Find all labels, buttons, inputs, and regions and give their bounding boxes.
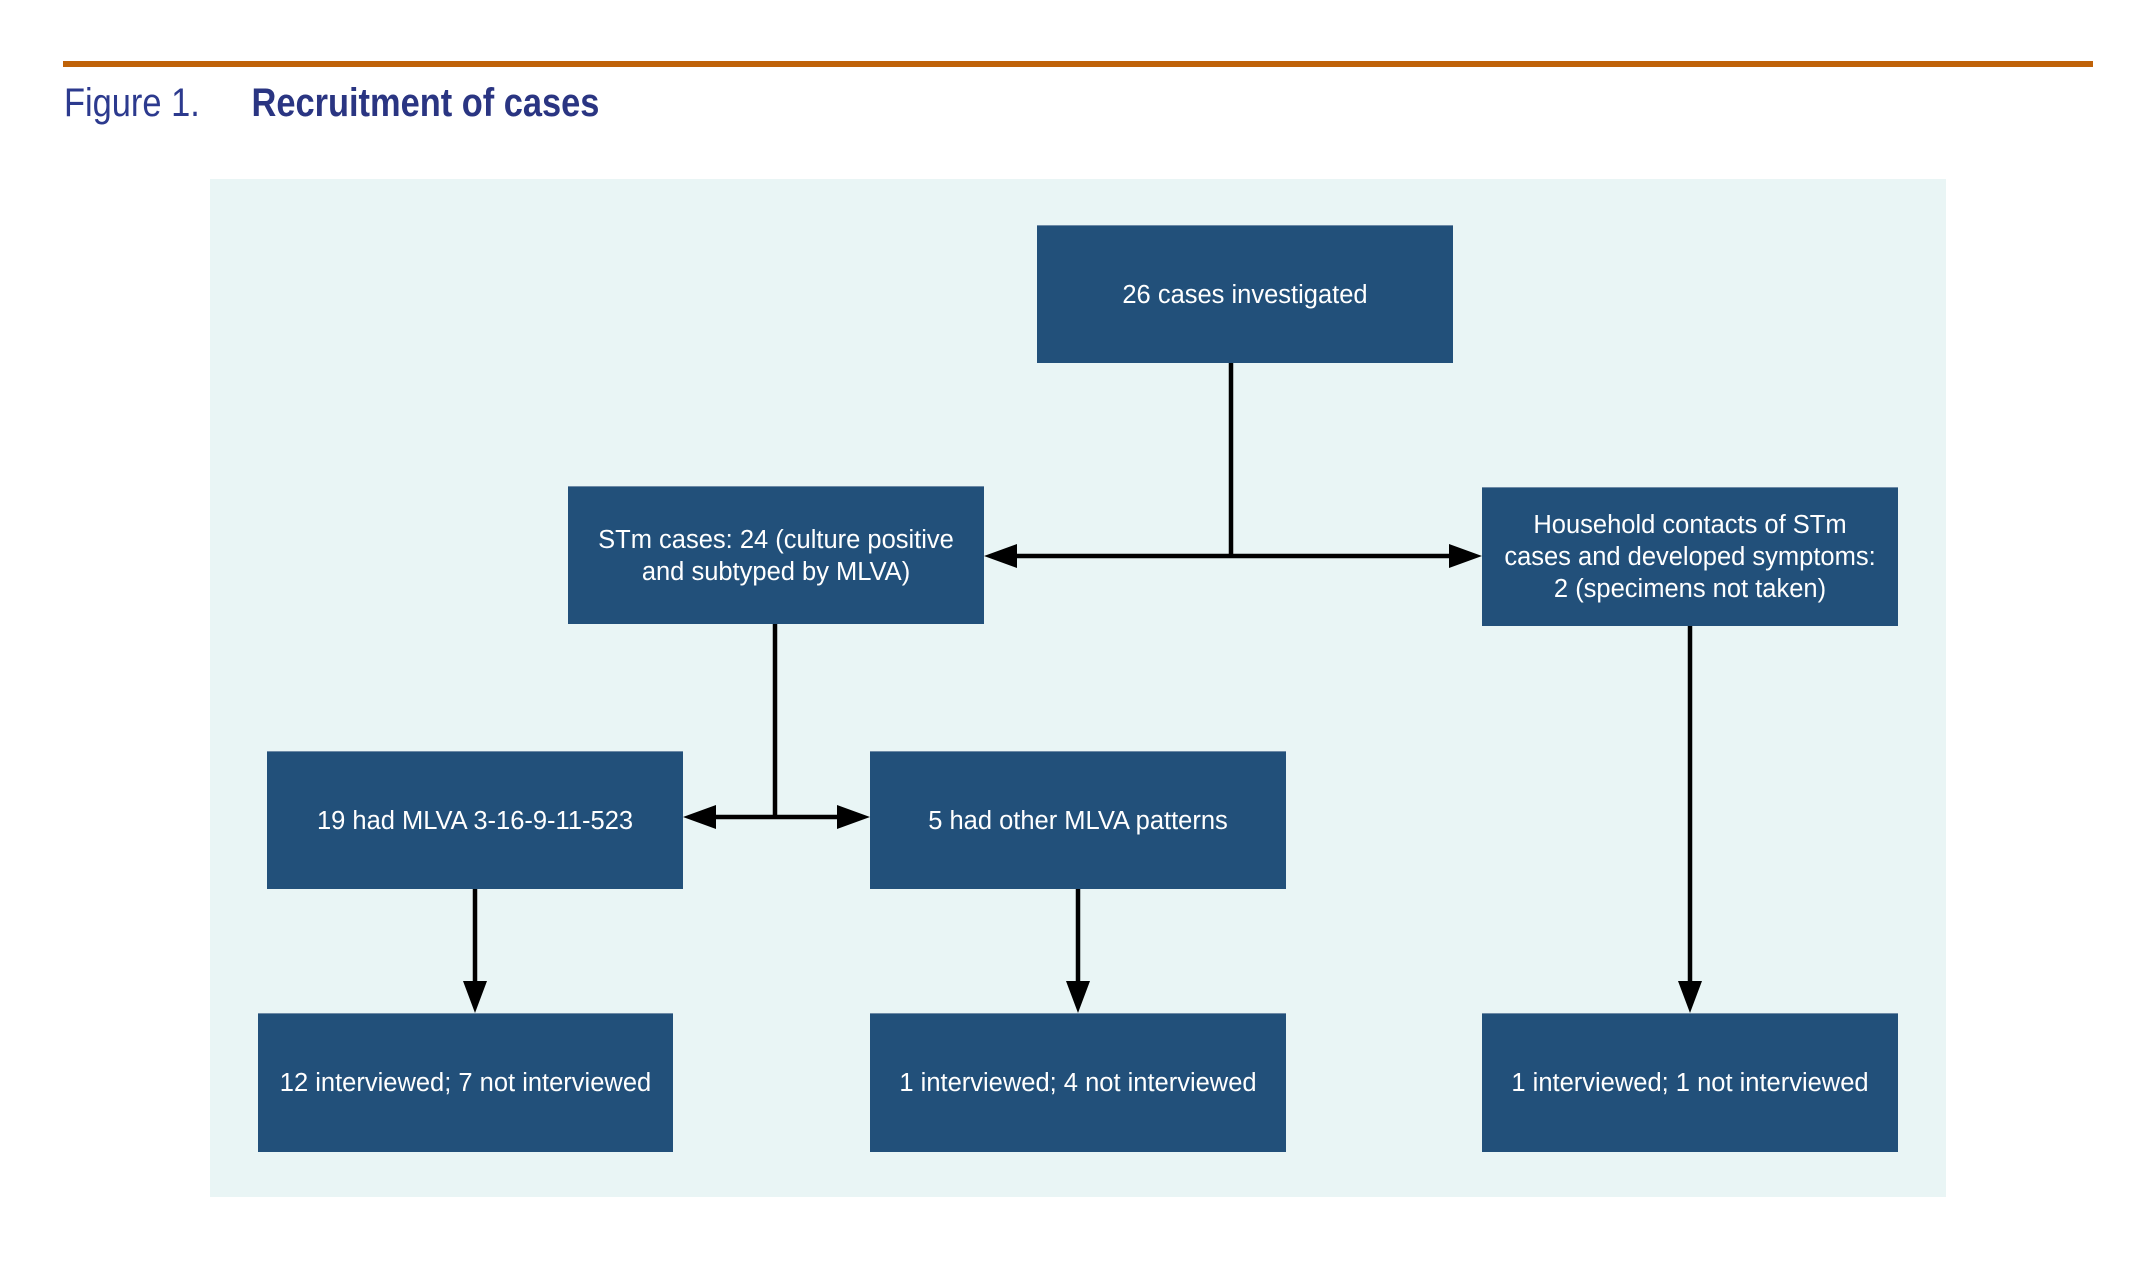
node-text-line: 1 interviewed; 4 not interviewed (899, 1069, 1257, 1097)
figure-caption: Figure 1. Recruitment of cases (64, 78, 599, 128)
figure-title: Recruitment of cases (251, 81, 600, 125)
figure-number: Figure 1. (64, 81, 200, 125)
node-cases-investigated: 26 cases investigated (1037, 225, 1453, 363)
node-text-line: Household contacts of STm (1533, 511, 1847, 539)
node-text-line: STm cases: 24 (culture positive (598, 525, 954, 554)
node-mlva-other-patterns: 5 had other MLVA patterns (870, 751, 1286, 889)
node-text-line: 1 interviewed; 1 not interviewed (1511, 1069, 1869, 1097)
node-text-line: 19 had MLVA 3-16-9-11-523 (316, 806, 634, 835)
node-stm-cases: STm cases: 24 (culture positive and subt… (568, 486, 984, 624)
node-text-line: 5 had other MLVA patterns (928, 806, 1228, 835)
node-text-line: and subtyped by MLVA) (641, 557, 911, 586)
node-interview-other: 1 interviewed; 4 not interviewed (870, 1013, 1286, 1152)
node-text-line: 2 (specimens not taken) (1553, 575, 1827, 603)
node-text-line: 26 cases investigated (1122, 280, 1368, 309)
node-mlva-main-pattern: 19 had MLVA 3-16-9-11-523 (267, 751, 683, 889)
node-interview-main: 12 interviewed; 7 not interviewed (258, 1013, 673, 1152)
node-interview-household: 1 interviewed; 1 not interviewed (1482, 1013, 1898, 1152)
node-household-contacts: Household contacts of STm cases and deve… (1482, 487, 1898, 626)
header-rule (63, 61, 2093, 67)
node-text-line: 12 interviewed; 7 not interviewed (279, 1069, 652, 1097)
node-text-line: cases and developed symptoms: (1504, 543, 1876, 571)
